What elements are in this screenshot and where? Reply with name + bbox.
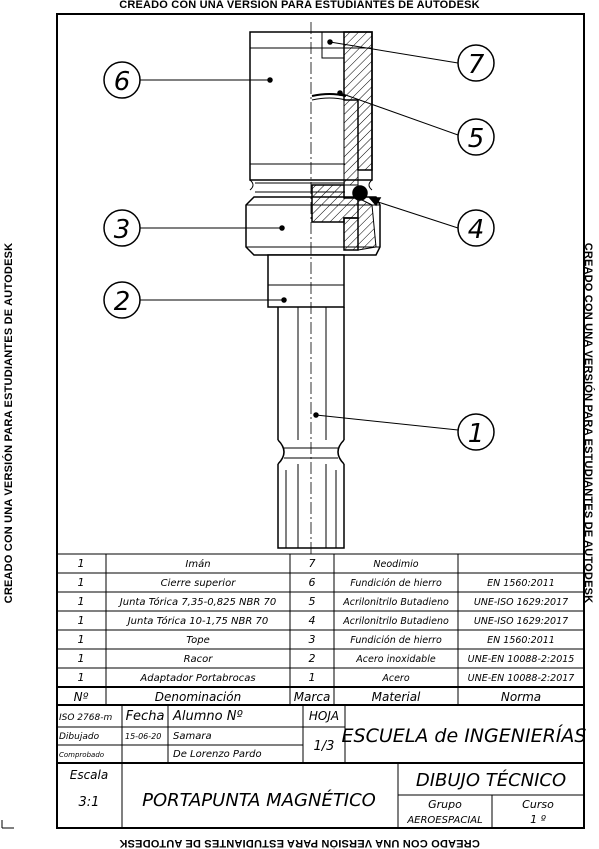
- parts-row-mark: 5: [309, 595, 316, 608]
- school-name: ESCUELA de INGENIERÍAS: [342, 724, 587, 747]
- parts-row-name: Junta Tórica 10-1,75 NBR 70: [126, 615, 269, 627]
- parts-row-mark: 7: [309, 557, 316, 570]
- balloon-3: 3: [114, 215, 131, 245]
- parts-row-material: Acrilonitrilo Butadieno: [342, 597, 449, 608]
- parts-row-mark: 1: [309, 671, 316, 684]
- hoja-value: 1/3: [314, 739, 335, 754]
- parts-row-name: Racor: [184, 654, 214, 665]
- comprobado-name: De Lorenzo Pardo: [173, 749, 262, 760]
- parts-row-norm: EN 1560:2011: [487, 578, 555, 589]
- parts-row-qty: 1: [78, 652, 85, 665]
- curso-label: Curso: [522, 798, 554, 811]
- header-mark: Marca: [294, 690, 331, 704]
- parts-row-material: Fundición de hierro: [350, 578, 442, 589]
- balloon-2: 2: [114, 287, 131, 317]
- parts-row-norm: UNE-EN 10088-2:2017: [468, 673, 575, 684]
- alumno-label: Alumno Nº: [172, 709, 243, 724]
- hoja-label: HOJA: [309, 709, 339, 723]
- iso-tolerance: ISO 2768-m: [59, 713, 112, 723]
- parts-row-material: Fundición de hierro: [350, 635, 442, 646]
- header-name: Denominación: [155, 690, 241, 704]
- parts-row-qty: 1: [78, 614, 85, 627]
- parts-row-material: Neodimio: [373, 559, 418, 570]
- title-block-text: ISO 2768-m Fecha Alumno Nº HOJA Dibujado…: [59, 709, 586, 826]
- fecha-label: Fecha: [126, 709, 165, 724]
- drawing-title: PORTAPUNTA MAGNÉTICO: [142, 789, 376, 811]
- header-norm: Norma: [501, 690, 541, 704]
- balloon-4: 4: [468, 215, 485, 245]
- comprobado-label: Comprobado: [59, 751, 104, 759]
- parts-row-norm: UNE-ISO 1629:2017: [474, 597, 568, 608]
- parts-row-qty: 1: [78, 557, 85, 570]
- parts-row-name: Junta Tórica 7,35-0,825 NBR 70: [118, 596, 276, 608]
- parts-row-material: Acero: [381, 673, 409, 684]
- parts-row-mark: 6: [309, 576, 316, 589]
- dibujado-label: Dibujado: [59, 732, 100, 742]
- parts-row-name: Tope: [186, 635, 210, 646]
- parts-row-mark: 2: [309, 652, 316, 665]
- escala-value: 3:1: [79, 795, 100, 810]
- title-block: [56, 704, 585, 829]
- parts-row-mark: 4: [309, 614, 316, 627]
- balloon-1: 1: [468, 419, 485, 449]
- parts-row-material: Acero inoxidable: [355, 654, 436, 665]
- escala-label: Escala: [70, 768, 108, 782]
- part-assembly: [245, 22, 381, 555]
- parts-list-header: Nº Denominación Marca Material Norma: [74, 690, 541, 704]
- parts-row-name: Cierre superior: [161, 578, 237, 589]
- subject-title: DIBUJO TÉCNICO: [416, 769, 566, 791]
- parts-row-qty: 1: [78, 671, 85, 684]
- balloon-7: 7: [468, 50, 485, 80]
- parts-row-mark: 3: [309, 633, 316, 646]
- grupo-value: AEROESPACIAL: [406, 815, 482, 826]
- balloon-labels: 6 3 2 1 4 5 7: [114, 50, 485, 449]
- header-qty: Nº: [74, 690, 89, 704]
- balloon-group: [103, 39, 495, 451]
- parts-row-qty: 1: [78, 595, 85, 608]
- watermark-top: CREADO CON UNA VERSIÓN PARA ESTUDIANTES …: [119, 0, 480, 11]
- parts-row-qty: 1: [78, 633, 85, 646]
- parts-row-norm: UNE-ISO 1629:2017: [474, 616, 568, 627]
- parts-row-norm: UNE-EN 10088-2:2015: [468, 654, 575, 665]
- parts-row-name: Adaptador Portabrocas: [139, 673, 255, 684]
- grupo-label: Grupo: [428, 798, 462, 811]
- dibujado-date: 15-06-20: [125, 732, 161, 741]
- balloon-5: 5: [468, 124, 485, 154]
- parts-row-qty: 1: [78, 576, 85, 589]
- parts-row-norm: EN 1560:2011: [487, 635, 555, 646]
- dibujado-name: Samara: [173, 731, 212, 742]
- header-material: Material: [372, 690, 421, 704]
- parts-list: [56, 553, 585, 706]
- curso-value: 1 º: [530, 813, 546, 826]
- parts-row-material: Acrilonitrilo Butadieno: [342, 616, 449, 627]
- parts-row-name: Imán: [185, 558, 210, 570]
- balloon-6: 6: [114, 67, 131, 97]
